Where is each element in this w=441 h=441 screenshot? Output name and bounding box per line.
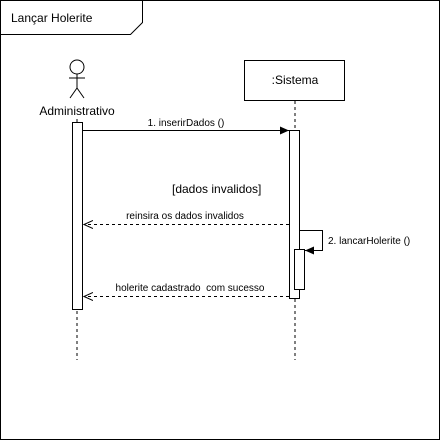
actor-leg-left <box>69 87 78 99</box>
self-call-label-lancar-holerite: 2. lancarHolerite () <box>328 236 410 247</box>
actor-activation-bar <box>72 122 83 310</box>
actor-head <box>69 59 85 75</box>
lifeline-box-sistema <box>244 60 345 101</box>
actor-administrativo <box>69 59 85 99</box>
message-label-inserir-dados: 1. inserirDados () <box>148 118 225 129</box>
frame-title: Lançar Holerite <box>11 11 93 25</box>
sistema-nested-activation-bar <box>294 249 305 290</box>
return-label-reinsira: reinsira os dados invalidos <box>126 211 244 222</box>
actor-leg-right <box>76 87 85 99</box>
lifeline-box-label: :Sistema <box>272 73 319 87</box>
sistema-activation-bar <box>289 130 300 299</box>
frame-title-tab <box>0 0 143 35</box>
guard-label: [dados invalidos] <box>172 182 261 196</box>
actor-label: Administrativo <box>39 104 115 118</box>
return-label-holerite-cadastrado: holerite cadastrado com sucesso <box>116 283 265 294</box>
self-call-arrow-lancar-holerite <box>300 230 323 255</box>
